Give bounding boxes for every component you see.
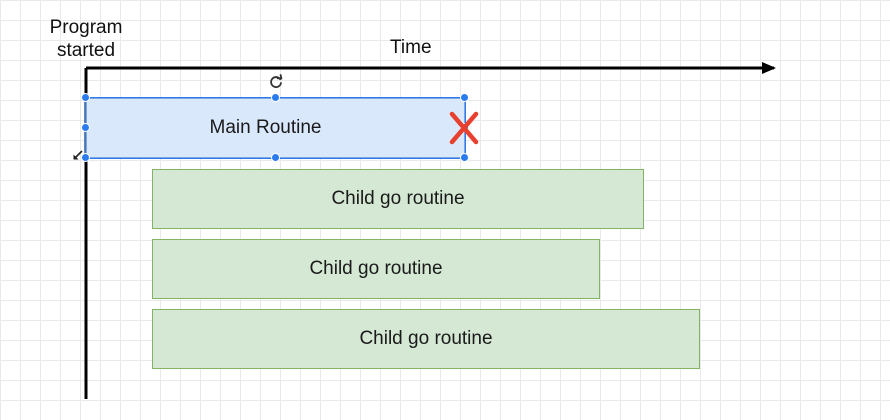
child-routine-box[interactable]: Child go routine: [152, 309, 700, 369]
main-routine-label: Main Routine: [209, 117, 322, 138]
selection-handle-top-right[interactable]: [461, 94, 468, 101]
resize-cursor-icon: [73, 150, 83, 160]
rotate-handle-icon[interactable]: [268, 74, 284, 90]
child-routine-label: Child go routine: [359, 328, 493, 349]
program-label-line: Program started: [49, 17, 123, 61]
selection-handle-top-middle[interactable]: [272, 94, 279, 101]
selection-handle-middle-left[interactable]: [82, 124, 89, 131]
child-routine-label: Child go routine: [309, 258, 443, 279]
child-routine-box[interactable]: Child go routine: [152, 239, 600, 299]
child-routine-label: Child go routine: [331, 188, 465, 209]
selection-handle-bottom-left[interactable]: [82, 154, 89, 161]
program-started-label: Program started: [30, 16, 142, 62]
terminated-x-icon: [449, 111, 479, 145]
selection-handle-top-left[interactable]: [82, 94, 89, 101]
main-routine-box[interactable]: Main Routine: [85, 97, 466, 159]
selection-handle-bottom-middle[interactable]: [272, 154, 279, 161]
time-label: Time: [390, 37, 432, 58]
child-routine-box[interactable]: Child go routine: [152, 169, 644, 229]
selection-handle-bottom-right[interactable]: [461, 154, 468, 161]
